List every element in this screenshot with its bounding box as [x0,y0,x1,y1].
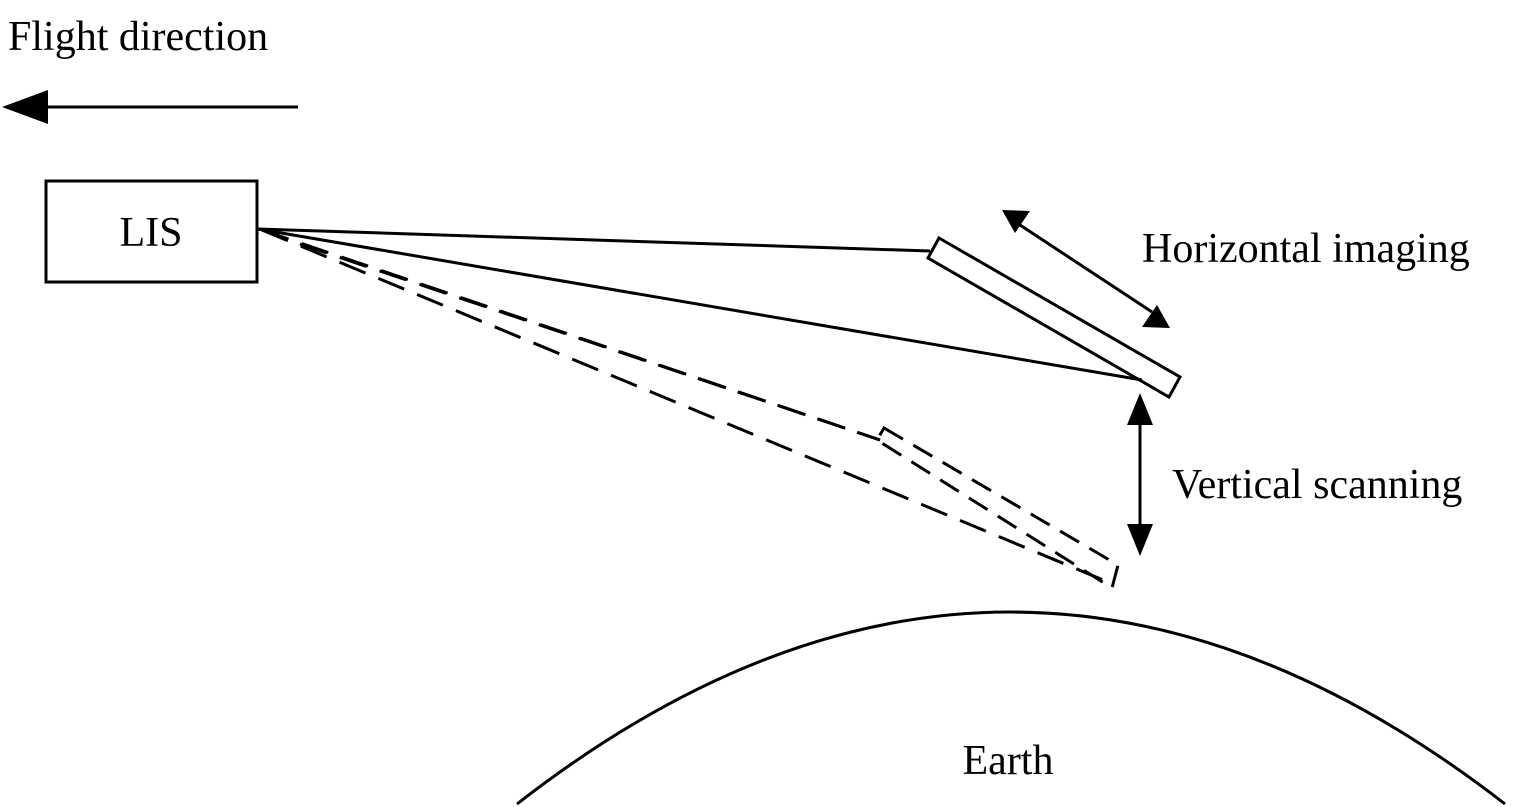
earth-surface-arc [516,610,1506,806]
earth-label: Earth [963,738,1054,784]
horizontal-imaging-label: Horizontal imaging [1142,226,1470,272]
lis-instrument-box [44,179,259,284]
imaging-slit-scanned [874,425,1120,591]
flight-direction-arrow [2,90,298,124]
horizontal-imaging-arrow [1002,210,1170,328]
vertical-scanning-label: Vertical scanning [1172,462,1462,508]
flight-direction-label: Flight direction [8,14,268,60]
scanned-field-of-view [261,228,1109,584]
imaging-slit-current [925,235,1183,400]
vertical-scanning-arrow [1127,393,1153,556]
lis-label: LIS [120,210,183,256]
current-field-of-view [257,227,1143,382]
